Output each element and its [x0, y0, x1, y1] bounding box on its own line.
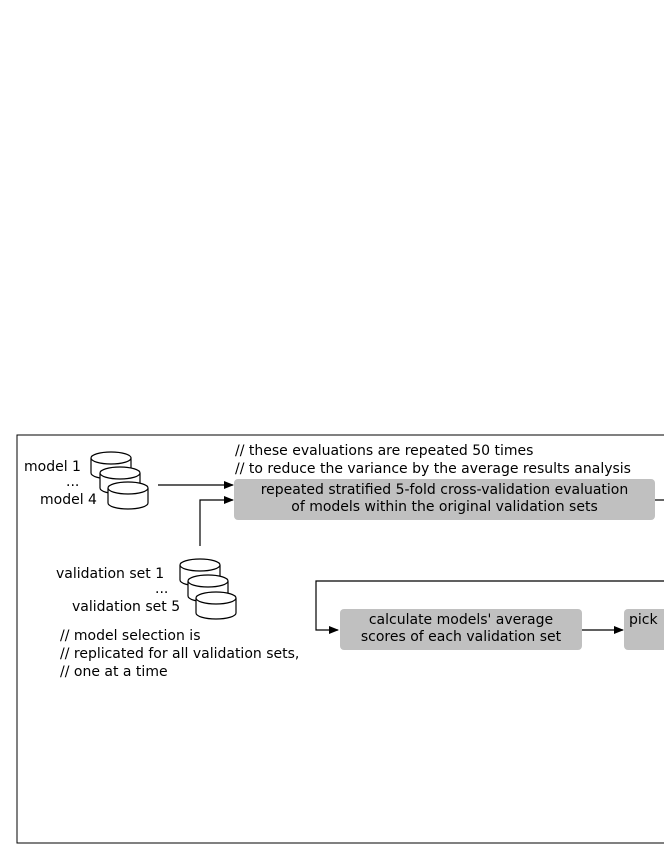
- model-ellipsis: ...: [66, 474, 80, 490]
- average-scores-line-2: scores of each validation set: [360, 629, 562, 645]
- model-database-icons: [90, 451, 149, 510]
- arrow-validation-to-cv: [199, 496, 234, 546]
- comment-selection-line-2: // replicated for all validation sets,: [60, 646, 300, 662]
- average-scores-box: calculate models' average scores of each…: [340, 609, 582, 650]
- model-first-label: model 1: [24, 459, 81, 475]
- comment-selection-line-1: // model selection is: [60, 628, 201, 644]
- validation-set-first-label: validation set 1: [56, 566, 165, 582]
- average-scores-line-1: calculate models' average: [368, 612, 554, 628]
- loop-back-line: [315, 580, 664, 634]
- pick-label: pick: [629, 612, 658, 628]
- validation-set-last-label: validation set 5: [72, 599, 181, 615]
- cv-evaluation-line-1: repeated stratified 5-fold cross-validat…: [260, 482, 629, 498]
- cv-evaluation-line-2: of models within the original validation…: [291, 499, 598, 515]
- cv-evaluation-box: repeated stratified 5-fold cross-validat…: [234, 479, 655, 520]
- frame-border: [16, 434, 664, 844]
- comment-repeat-line-2: // to reduce the variance by the average…: [235, 461, 631, 477]
- model-last-label: model 4: [40, 492, 97, 508]
- validation-set-ellipsis: ...: [155, 581, 169, 597]
- comment-repeat-line-1: // these evaluations are repeated 50 tim…: [235, 443, 534, 459]
- validation-set-database-icons: [179, 558, 237, 620]
- comment-selection-line-3: // one at a time: [60, 664, 168, 680]
- pick-box: pick: [624, 609, 664, 650]
